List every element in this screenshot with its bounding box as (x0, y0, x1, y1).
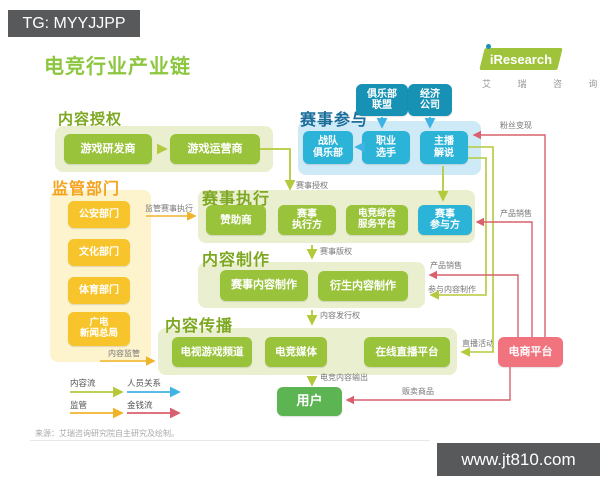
header-execution: 赛事执行 (202, 191, 271, 208)
box-esports-media: 电竞媒体 (265, 337, 327, 367)
label-match-copyright: 赛事版权 (320, 247, 352, 256)
arrow-product-sales-participant (475, 217, 533, 337)
label-regulate-execution: 监管赛事执行 (145, 204, 193, 213)
label-product-sales-2: 产品销售 (430, 261, 462, 270)
arrow-live-events (460, 146, 494, 357)
label-sell-goods: 贩卖商品 (402, 387, 434, 396)
arrow-fan-monetization (472, 130, 546, 337)
label-match-license: 赛事授权 (296, 181, 328, 190)
label-esports-content-output: 电竞内容输出 (320, 373, 368, 382)
box-esports-service-platform: 电竞综合 服务平台 (346, 205, 408, 235)
header-content-license: 内容授权 (58, 111, 123, 128)
box-broadcast-admin: 广电 新闻总局 (68, 312, 130, 346)
label-content-distribution-right: 内容发行权 (320, 311, 360, 320)
watermark-top-text: TG: MYYJJPP (22, 14, 126, 32)
label-join-content-production: 参与内容制作 (428, 285, 476, 294)
box-game-developer: 游戏研发商 (64, 134, 152, 164)
logo-subtitle: 艾 瑞 咨 询 (482, 79, 600, 89)
logo-dot-icon (486, 44, 491, 49)
label-live-events: 直播活动 (462, 339, 494, 348)
box-game-operator: 游戏运营商 (170, 134, 260, 164)
box-match-content-production: 赛事内容制作 (220, 270, 308, 301)
header-distribution: 内容传播 (165, 318, 234, 335)
label-fan-monetization: 粉丝变现 (500, 121, 532, 130)
divider-line (30, 440, 430, 441)
source-note: 来源：艾瑞咨询研究院自主研究及绘制。 (35, 429, 179, 438)
box-sponsor: 赞助商 (206, 205, 266, 235)
legend-label-content-flow: 内容流 (70, 378, 96, 388)
box-club-alliance: 俱乐部 联盟 (356, 84, 408, 116)
header-production: 内容制作 (202, 252, 271, 269)
box-public-security: 公安部门 (68, 201, 130, 228)
box-anchor-commentator: 主播 解说 (420, 131, 468, 164)
watermark-bottom-bar: www.jt810.com (437, 443, 600, 476)
page-title: 电竞行业产业链 (44, 56, 191, 78)
header-participation: 赛事参与 (300, 112, 369, 129)
box-match-participant: 赛事 参与方 (418, 205, 472, 235)
legend-label-money-flow: 金钱流 (127, 400, 153, 410)
label-content-regulation: 内容监管 (108, 349, 140, 358)
box-user: 用户 (277, 387, 342, 416)
box-ecommerce-platform: 电商平台 (498, 337, 563, 367)
box-derivative-content-production: 衍生内容制作 (318, 271, 408, 301)
logo-parallelogram: iResearch (479, 48, 563, 70)
header-regulator: 监管部门 (52, 181, 121, 198)
legend-label-regulation: 监管 (70, 400, 88, 410)
box-pro-player: 职业 选手 (362, 131, 410, 164)
watermark-top-bar: TG: MYYJJPP (8, 10, 140, 37)
watermark-bottom-text: www.jt810.com (461, 449, 576, 469)
box-tv-game-channel: 电视游戏频道 (172, 337, 252, 367)
box-sports-dept: 体育部门 (68, 277, 130, 304)
label-product-sales-1: 产品销售 (500, 209, 532, 218)
legend-label-personnel: 人员关系 (127, 378, 162, 388)
box-match-executor: 赛事 执行方 (278, 205, 336, 235)
box-agency-company: 经济 公司 (408, 84, 452, 116)
box-team-club: 战队 俱乐部 (303, 131, 353, 164)
box-culture-dept: 文化部门 (68, 239, 130, 266)
box-online-live-platform: 在线直播平台 (364, 337, 450, 367)
logo-brand-text: iResearch (489, 51, 553, 67)
